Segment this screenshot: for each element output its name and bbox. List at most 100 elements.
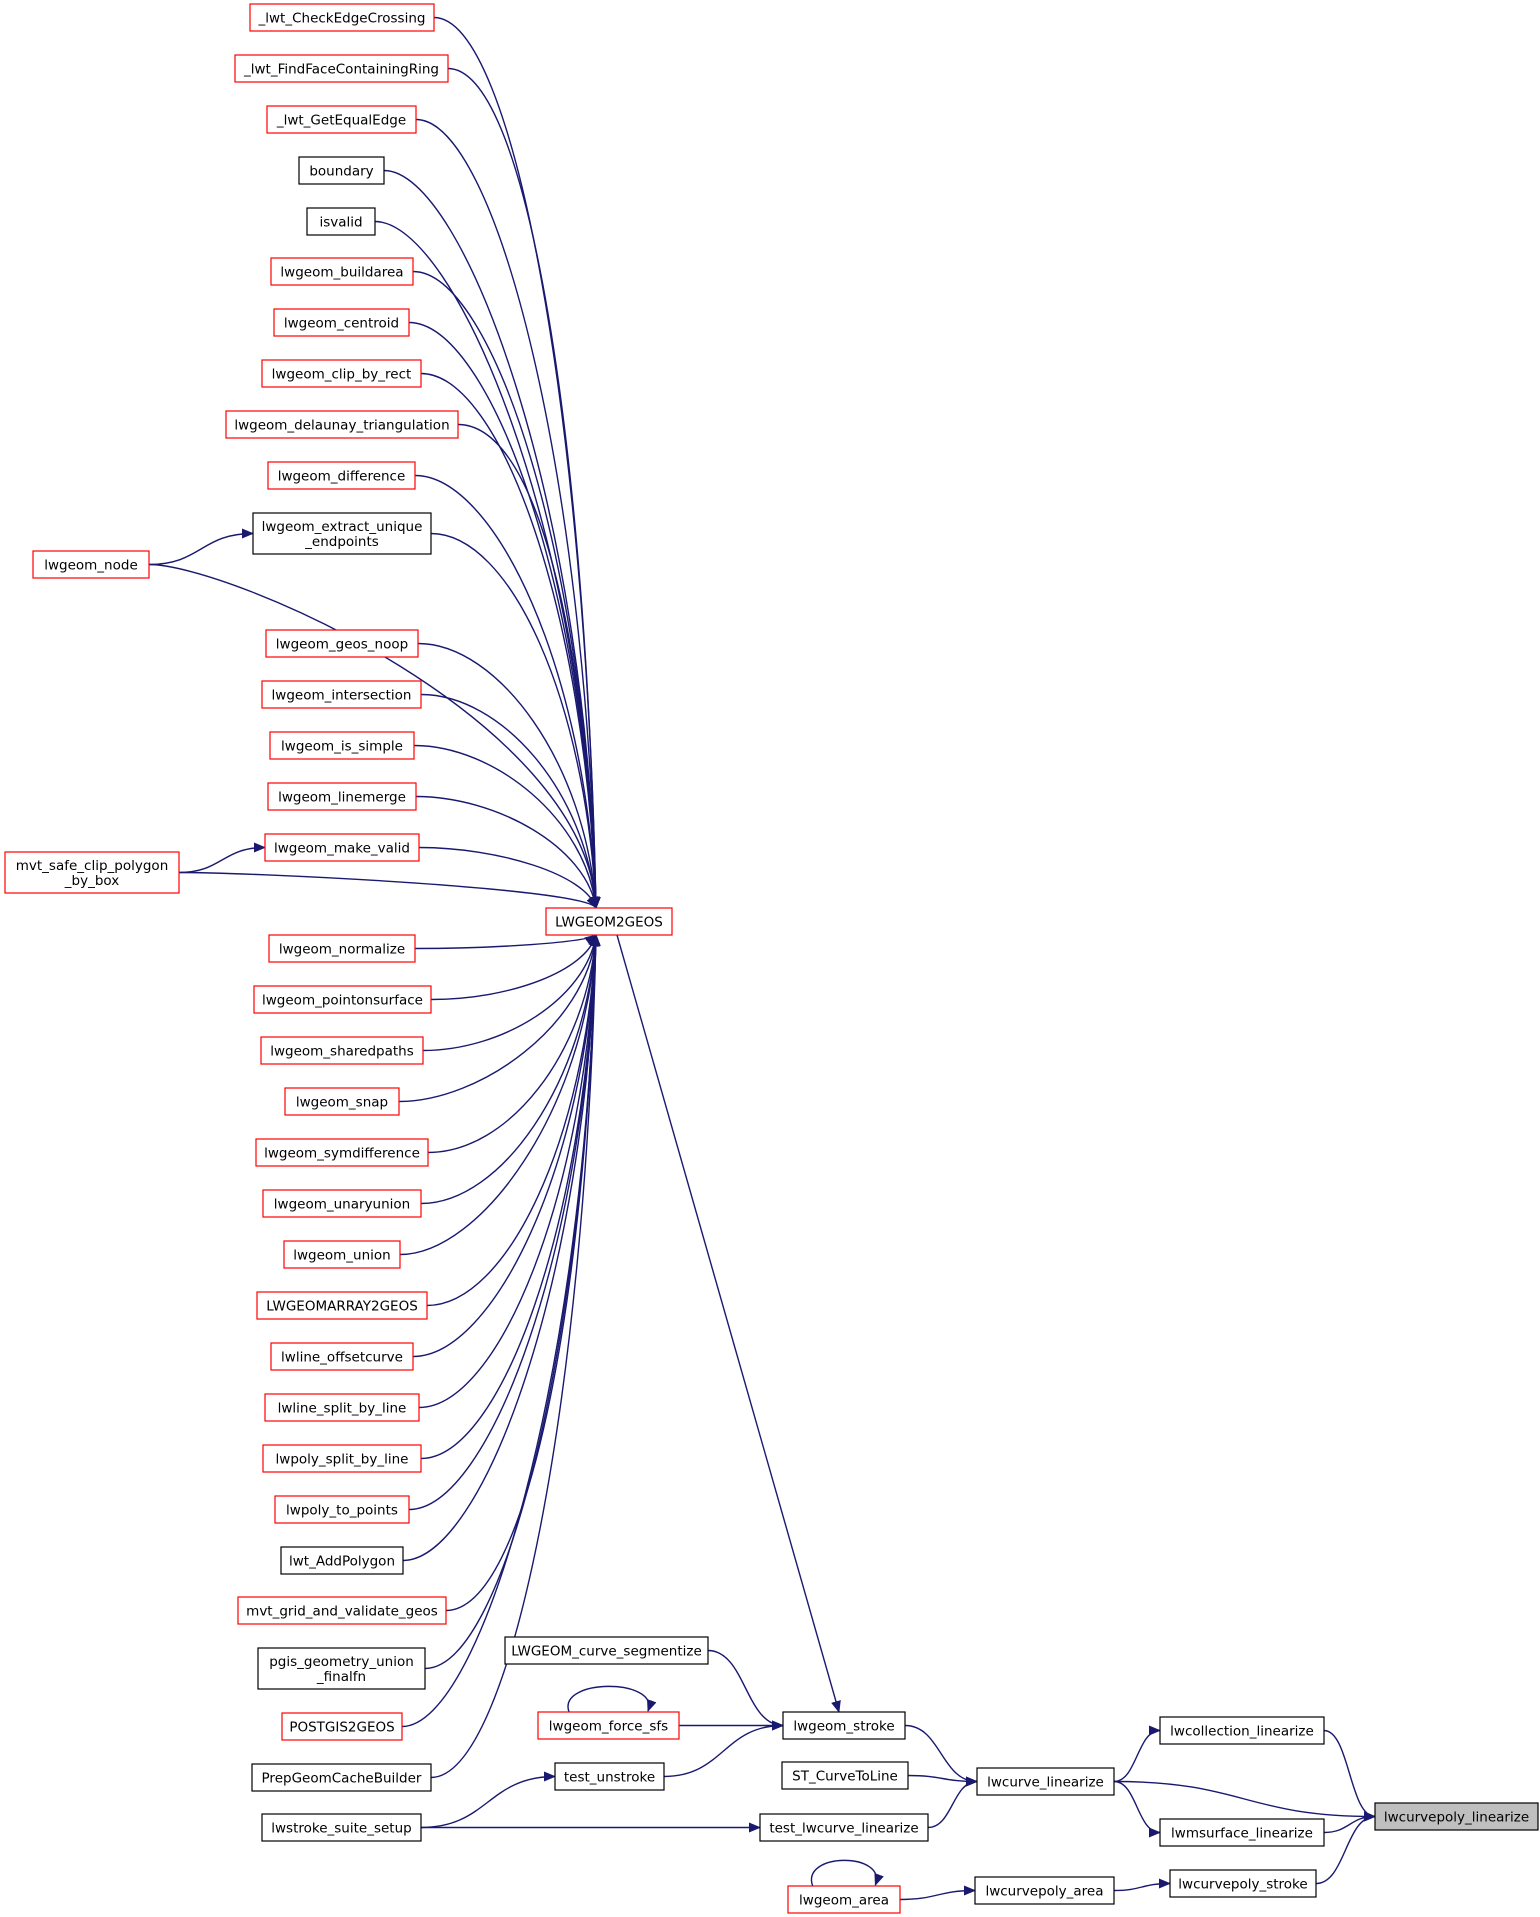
node-box[interactable] xyxy=(253,985,432,1014)
node-box[interactable] xyxy=(545,907,673,936)
node-box[interactable] xyxy=(283,1240,401,1269)
node-box[interactable] xyxy=(267,461,416,490)
node-box[interactable] xyxy=(537,1711,680,1740)
node-test-lwcurve-linearize[interactable]: test_lwcurve_linearize xyxy=(759,1813,929,1842)
node-prepgeomcachebuilder[interactable]: PrepGeomCacheBuilder xyxy=(251,1763,432,1792)
node-box[interactable] xyxy=(1159,1818,1325,1847)
node-lwgeom-is-simple[interactable]: lwgeom_is_simple xyxy=(269,731,415,760)
node-box[interactable] xyxy=(268,934,416,963)
node-box[interactable] xyxy=(4,851,180,894)
node-lwcurve-linearize[interactable]: lwcurve_linearize xyxy=(976,1767,1115,1796)
node-box[interactable] xyxy=(781,1761,909,1790)
node-box[interactable] xyxy=(976,1767,1115,1796)
node-box[interactable] xyxy=(787,1885,901,1914)
node-box[interactable] xyxy=(225,410,459,439)
node-lwgeom-delaunay-triangulation[interactable]: lwgeom_delaunay_triangulation xyxy=(225,410,459,439)
node-box[interactable] xyxy=(267,782,417,811)
node-pgis-geometry-union-finalfn[interactable]: pgis_geometry_union_finalfn xyxy=(257,1647,426,1690)
node-box[interactable] xyxy=(237,1596,447,1625)
node-lwpoly-split-by-line[interactable]: lwpoly_split_by_line xyxy=(262,1444,422,1473)
node-lwgeom-pointonsurface[interactable]: lwgeom_pointonsurface xyxy=(253,985,432,1014)
node-box[interactable] xyxy=(298,156,385,185)
node-box[interactable] xyxy=(281,1712,403,1741)
node-lwgeom-sharedpaths[interactable]: lwgeom_sharedpaths xyxy=(260,1036,424,1065)
node-box[interactable] xyxy=(554,1762,665,1791)
node-lwt-findfacecontainingring[interactable]: _lwt_FindFaceContainingRing xyxy=(234,54,449,83)
node-box[interactable] xyxy=(251,1763,432,1792)
node-lwt-getequaledge[interactable]: _lwt_GetEqualEdge xyxy=(266,105,417,134)
node-lwgeom-symdifference[interactable]: lwgeom_symdifference xyxy=(255,1138,429,1167)
node-box[interactable] xyxy=(265,629,419,658)
node-lwgeom-union[interactable]: lwgeom_union xyxy=(283,1240,401,1269)
node-box[interactable] xyxy=(273,308,410,337)
node-box[interactable] xyxy=(257,1647,426,1690)
node-box[interactable] xyxy=(262,1444,422,1473)
node-box[interactable] xyxy=(261,1813,422,1842)
node-box[interactable] xyxy=(261,680,422,709)
node-lwt-addpolygon[interactable]: lwt_AddPolygon xyxy=(280,1546,404,1575)
node-lwgeom-snap[interactable]: lwgeom_snap xyxy=(284,1087,400,1116)
node-box[interactable] xyxy=(32,550,150,579)
node-lwpoly-to-points[interactable]: lwpoly_to_points xyxy=(274,1495,410,1524)
node-lwgeom-difference[interactable]: lwgeom_difference xyxy=(267,461,416,490)
node-test-unstroke[interactable]: test_unstroke xyxy=(554,1762,665,1791)
node-box[interactable] xyxy=(269,731,415,760)
node-lwgeom-normalize[interactable]: lwgeom_normalize xyxy=(268,934,416,963)
node-box[interactable] xyxy=(266,105,417,134)
node-box[interactable] xyxy=(1159,1716,1325,1745)
node-lwstroke-suite-setup[interactable]: lwstroke_suite_setup xyxy=(261,1813,422,1842)
node-box[interactable] xyxy=(255,1138,429,1167)
node-lwt-checkedgecrossing[interactable]: _lwt_CheckEdgeCrossing xyxy=(249,3,435,32)
node-box[interactable] xyxy=(264,1393,420,1422)
node-box[interactable] xyxy=(274,1495,410,1524)
node-lwgeom-intersection[interactable]: lwgeom_intersection xyxy=(261,680,422,709)
node-box[interactable] xyxy=(306,207,376,236)
node-box[interactable] xyxy=(1374,1802,1539,1831)
node-box[interactable] xyxy=(249,3,435,32)
node-lwgeom-curve-segmentize[interactable]: LWGEOM_curve_segmentize xyxy=(504,1636,709,1665)
node-box[interactable] xyxy=(270,257,414,286)
node-box[interactable] xyxy=(256,1291,428,1320)
node-isvalid[interactable]: isvalid xyxy=(306,207,376,236)
node-lwgeom2geos[interactable]: LWGEOM2GEOS xyxy=(545,907,673,936)
node-box[interactable] xyxy=(504,1636,709,1665)
node-lwgeom-geos-noop[interactable]: lwgeom_geos_noop xyxy=(265,629,419,658)
node-lwgeom-unaryunion[interactable]: lwgeom_unaryunion xyxy=(262,1189,422,1218)
node-lwgeom-stroke[interactable]: lwgeom_stroke xyxy=(782,1711,906,1740)
node-box[interactable] xyxy=(284,1087,400,1116)
node-st-curvetoline[interactable]: ST_CurveToLine xyxy=(781,1761,909,1790)
node-lwcurvepoly-stroke[interactable]: lwcurvepoly_stroke xyxy=(1169,1869,1317,1898)
node-lwgeom-centroid[interactable]: lwgeom_centroid xyxy=(273,308,410,337)
node-box[interactable] xyxy=(759,1813,929,1842)
node-box[interactable] xyxy=(264,833,420,862)
node-lwgeom-make-valid[interactable]: lwgeom_make_valid xyxy=(264,833,420,862)
node-box[interactable] xyxy=(270,1342,414,1371)
node-lwgeom-linemerge[interactable]: lwgeom_linemerge xyxy=(267,782,417,811)
node-lwgeom-node[interactable]: lwgeom_node xyxy=(32,550,150,579)
node-box[interactable] xyxy=(234,54,449,83)
node-postgis2geos[interactable]: POSTGIS2GEOS xyxy=(281,1712,403,1741)
node-box[interactable] xyxy=(1169,1869,1317,1898)
node-mvt-safe-clip-polygon-by-box[interactable]: mvt_safe_clip_polygon_by_box xyxy=(4,851,180,894)
node-lwgeom-clip-by-rect[interactable]: lwgeom_clip_by_rect xyxy=(261,359,422,388)
node-lwline-split-by-line[interactable]: lwline_split_by_line xyxy=(264,1393,420,1422)
node-lwmsurface-linearize[interactable]: lwmsurface_linearize xyxy=(1159,1818,1325,1847)
node-lwcurvepoly-linearize[interactable]: lwcurvepoly_linearize xyxy=(1374,1802,1539,1831)
node-box[interactable] xyxy=(782,1711,906,1740)
node-box[interactable] xyxy=(261,359,422,388)
node-box[interactable] xyxy=(252,512,432,555)
node-lwgeom-area[interactable]: lwgeom_area xyxy=(787,1885,901,1914)
node-box[interactable] xyxy=(974,1876,1115,1905)
node-lwcollection-linearize[interactable]: lwcollection_linearize xyxy=(1159,1716,1325,1745)
node-lwgeomarray2geos[interactable]: LWGEOMARRAY2GEOS xyxy=(256,1291,428,1320)
node-lwgeom-extract-unique-endpoints[interactable]: lwgeom_extract_unique_endpoints xyxy=(252,512,432,555)
node-lwgeom-buildarea[interactable]: lwgeom_buildarea xyxy=(270,257,414,286)
node-mvt-grid-and-validate-geos[interactable]: mvt_grid_and_validate_geos xyxy=(237,1596,447,1625)
node-lwline-offsetcurve[interactable]: lwline_offsetcurve xyxy=(270,1342,414,1371)
node-box[interactable] xyxy=(260,1036,424,1065)
node-lwcurvepoly-area[interactable]: lwcurvepoly_area xyxy=(974,1876,1115,1905)
node-box[interactable] xyxy=(262,1189,422,1218)
node-box[interactable] xyxy=(280,1546,404,1575)
node-boundary[interactable]: boundary xyxy=(298,156,385,185)
node-lwgeom-force-sfs[interactable]: lwgeom_force_sfs xyxy=(537,1711,680,1740)
